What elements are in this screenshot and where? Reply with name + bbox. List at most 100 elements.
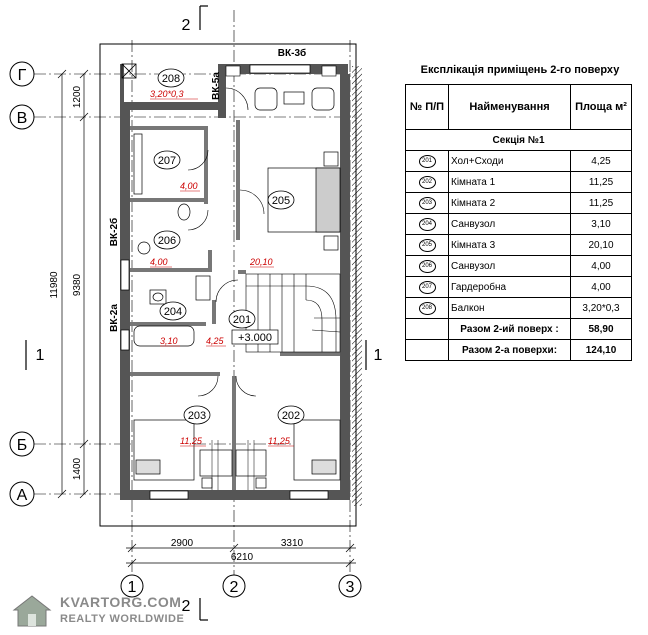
row-name: Санвузол	[448, 255, 571, 277]
axis-label-v: В	[17, 110, 28, 127]
row-name: Гардеробна	[448, 276, 571, 298]
bottom-dimensions	[126, 543, 356, 568]
room-204-tag: 204	[164, 306, 182, 318]
left-dimensions	[57, 69, 89, 499]
area-underlines	[150, 98, 294, 447]
explication-title: Експлікація приміщень 2-го поверху	[420, 64, 620, 76]
room-207-tag: 207	[158, 155, 176, 167]
axis-label-b: Б	[17, 437, 28, 454]
area-208: 3,20*0,3	[150, 89, 184, 99]
row-area: 4,00	[570, 255, 632, 277]
interior-walls	[130, 120, 340, 490]
axis-label-1: 1	[128, 579, 137, 596]
header-area: Площа м²	[570, 84, 632, 130]
row-area: 4,00	[570, 276, 632, 298]
row-name: Балкон	[448, 297, 571, 319]
row-area: 20,10	[570, 234, 632, 256]
axis-label-2: 2	[230, 579, 239, 596]
section-row: Секція №1	[405, 129, 632, 151]
row-name: Кімната 3	[448, 234, 571, 256]
total-all-row: Разом 2-а поверхи: 124,10	[405, 339, 632, 361]
room-203-tag: 203	[188, 410, 206, 422]
row-name: Кімната 2	[448, 192, 571, 214]
table-row: 204 Санвузол 3,10	[405, 213, 632, 235]
watermark-line1: KVARTORG.COM	[60, 594, 182, 610]
row-area: 3,10	[570, 213, 632, 235]
header-num: № П/П	[405, 84, 449, 130]
row-name: Хол+Сходи	[448, 150, 571, 172]
room-201-tag: 201	[233, 314, 251, 326]
row-num: 201	[418, 155, 436, 168]
row-name: Кімната 1	[448, 171, 571, 193]
house-logo-icon	[12, 595, 52, 627]
axis-label-a: А	[17, 487, 28, 504]
area-202: 11,25	[268, 436, 291, 446]
row-num: 203	[418, 197, 436, 210]
vk-2a-label: ВК-2а	[109, 304, 120, 332]
total-floor-value: 58,90	[570, 318, 632, 340]
axis-markers	[9, 61, 362, 598]
room-206-tag: 206	[158, 235, 176, 247]
row-num: 202	[418, 176, 436, 189]
header-name: Найменування	[448, 84, 571, 130]
row-num: 206	[418, 260, 436, 273]
total-all-value: 124,10	[570, 339, 632, 361]
dim-1200: 1200	[72, 85, 83, 108]
area-204: 3,10	[160, 336, 178, 346]
total-floor-label: Разом 2-ий поверх :	[448, 318, 571, 340]
table-row: 208 Балкон 3,20*0,3	[405, 297, 632, 319]
row-area: 11,25	[570, 171, 632, 193]
dim-6210: 6210	[231, 552, 254, 563]
area-206: 4,00	[150, 257, 168, 267]
row-num: 208	[418, 302, 436, 315]
axis-label-g: Г	[18, 67, 27, 84]
watermark: KVARTORG.COM REALTY WORLDWIDE	[8, 592, 198, 630]
row-num: 205	[418, 239, 436, 252]
windows	[120, 64, 329, 500]
dim-9380: 9380	[72, 273, 83, 296]
table-row: 201 Хол+Сходи 4,25	[405, 150, 632, 172]
section-top-label: 2	[182, 17, 191, 34]
dim-11980: 11980	[49, 271, 60, 299]
row-num: 204	[418, 218, 436, 231]
row-area: 11,25	[570, 192, 632, 214]
neighbor-wall	[352, 66, 362, 506]
explication-panel: Експлікація приміщень 2-го поверху № П/П…	[405, 64, 635, 361]
dim-3310: 3310	[281, 538, 304, 549]
room-202-tag: 202	[282, 410, 300, 422]
door-swings	[187, 87, 265, 397]
dim-2900: 2900	[171, 538, 194, 549]
row-area: 3,20*0,3	[570, 297, 632, 319]
staircase	[245, 273, 341, 353]
area-201: 4,25	[206, 336, 225, 346]
area-207: 4,00	[180, 181, 198, 191]
room-208-tag: 208	[162, 73, 180, 85]
section-label: Секція №1	[405, 129, 632, 151]
frame-details	[211, 440, 255, 490]
total-floor-row: Разом 2-ий поверх : 58,90	[405, 318, 632, 340]
vk-top-label: ВК-3б	[278, 47, 306, 59]
watermark-line2: REALTY WORLDWIDE	[60, 613, 185, 625]
table-header-row: № П/П Найменування Площа м²	[405, 84, 632, 130]
table-row: 202 Кімната 1 11,25	[405, 171, 632, 193]
vent-shafts	[225, 65, 337, 77]
area-205: 20,10	[249, 257, 273, 267]
total-all-label: Разом 2-а поверхи:	[448, 339, 571, 361]
level-mark: +3.000	[238, 332, 272, 344]
table-row: 203 Кімната 2 11,25	[405, 192, 632, 214]
vk-5a-label: ВК-5а	[211, 72, 222, 100]
area-203: 11,25	[180, 436, 203, 446]
section-left-label: 1	[36, 347, 45, 364]
section-right-label: 1	[374, 347, 383, 364]
room-205-tag: 205	[272, 195, 290, 207]
row-name: Санвузол	[448, 213, 571, 235]
table-row: 206 Санвузол 4,00	[405, 255, 632, 277]
row-num: 207	[418, 281, 436, 294]
table-row: 205 Кімната 3 20,10	[405, 234, 632, 256]
dim-1400: 1400	[72, 457, 83, 480]
section-bottom-label: 2	[182, 598, 191, 615]
explication-table: № П/П Найменування Площа м² Секція №1 20…	[405, 84, 632, 361]
room-tags	[153, 68, 305, 425]
section-markers	[25, 5, 367, 621]
